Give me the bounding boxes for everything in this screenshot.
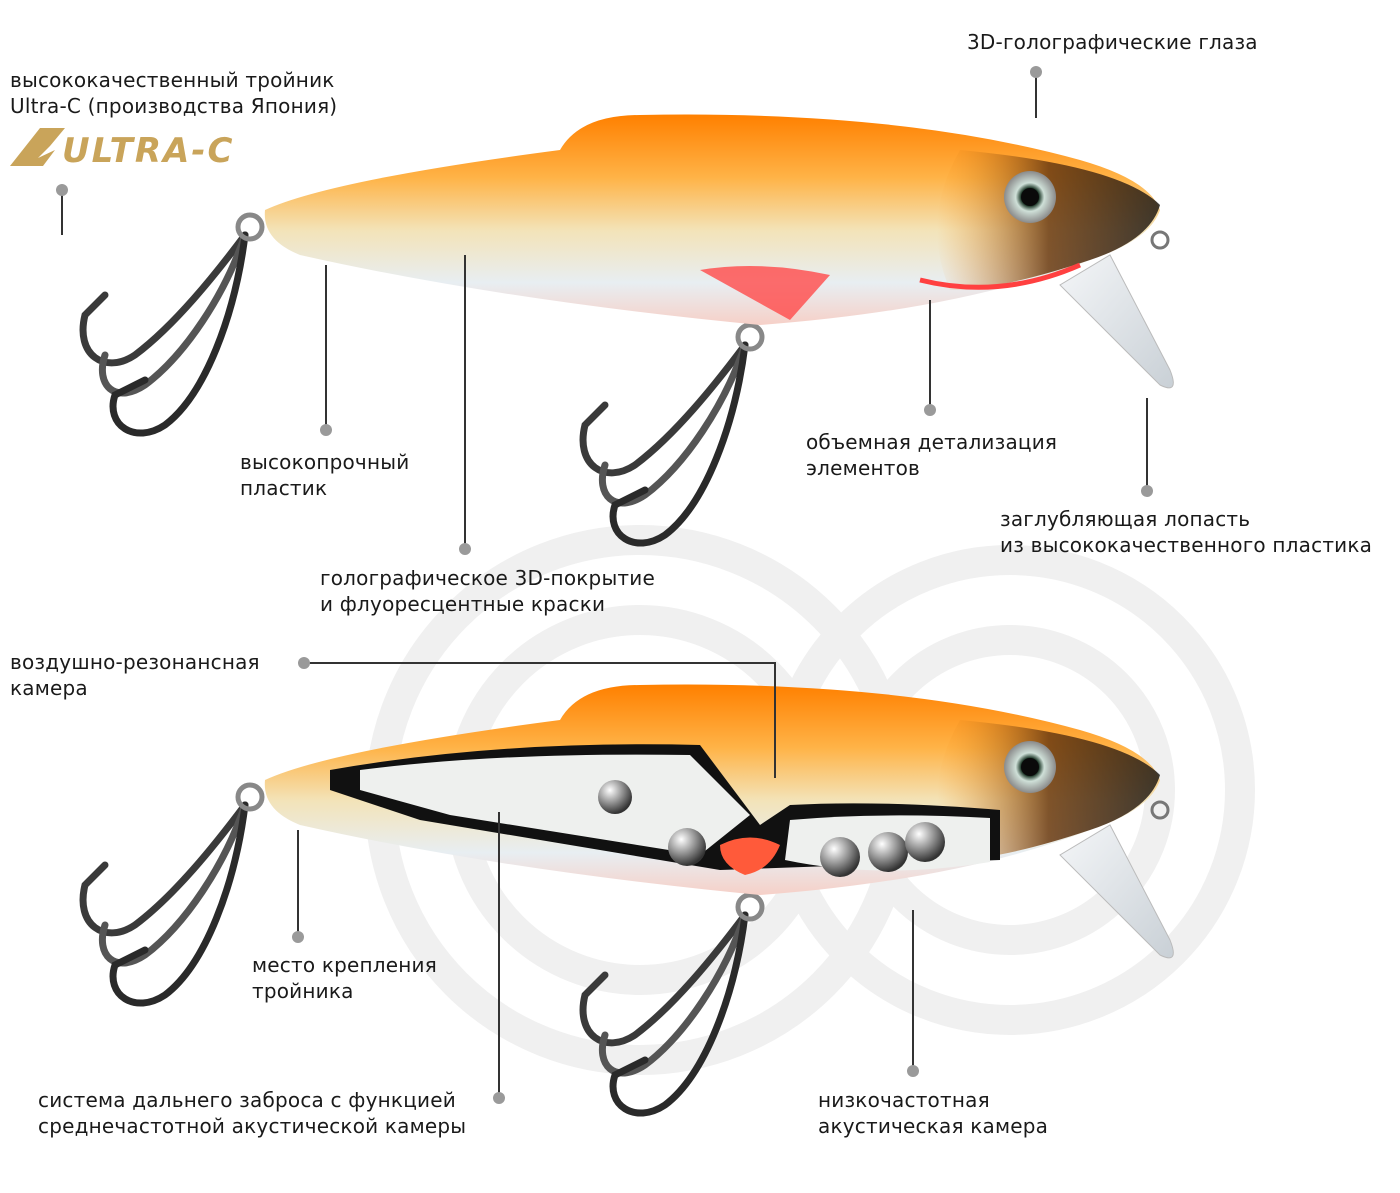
lure-bottom xyxy=(83,684,1174,1114)
leader-dots xyxy=(56,66,1153,1104)
leader-lines xyxy=(61,72,1148,1098)
svg-text:ULTRA-C: ULTRA-C xyxy=(62,131,234,168)
label-eyes: 3D-голографические глаза xyxy=(967,30,1258,54)
ultra-c-logo: ULTRA-C xyxy=(10,128,234,168)
lure-top xyxy=(83,114,1174,544)
